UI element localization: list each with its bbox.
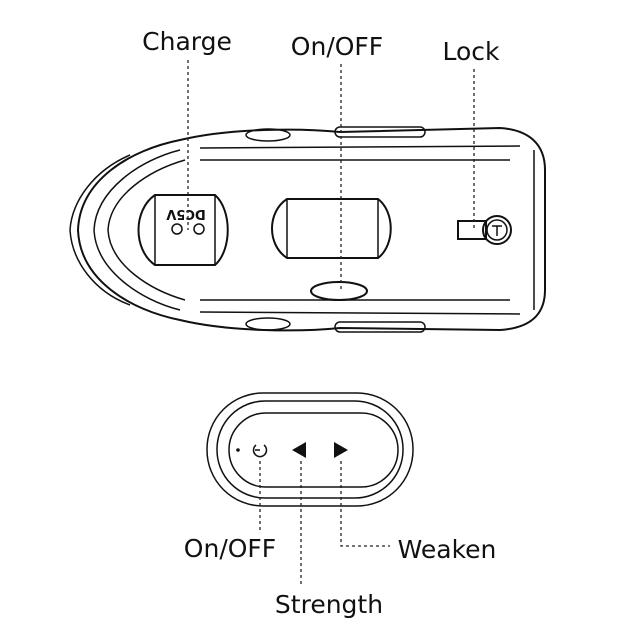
strength-button-left-arrow-icon[interactable] <box>292 442 306 458</box>
strength-label: Strength <box>275 590 383 619</box>
power-icon <box>252 444 268 458</box>
charge-label: Charge <box>142 27 232 56</box>
remote-control <box>206 392 414 507</box>
weaken-button-right-arrow-icon[interactable] <box>334 442 348 458</box>
weaken-label: Weaken <box>398 535 497 564</box>
remote-on-off-label: On/OFF <box>184 534 276 563</box>
charge-port: DC5V <box>137 194 229 266</box>
lock-label: Lock <box>442 37 500 66</box>
logo-badge <box>310 281 368 301</box>
device-power-pad <box>271 198 392 259</box>
lock-icon <box>457 215 512 245</box>
dc5v-port-text: DC5V <box>166 206 205 221</box>
power-button[interactable] <box>252 444 268 458</box>
indicator-dot <box>236 448 240 452</box>
device-body <box>69 126 546 333</box>
device-on-off-label: On/OFF <box>291 32 383 61</box>
